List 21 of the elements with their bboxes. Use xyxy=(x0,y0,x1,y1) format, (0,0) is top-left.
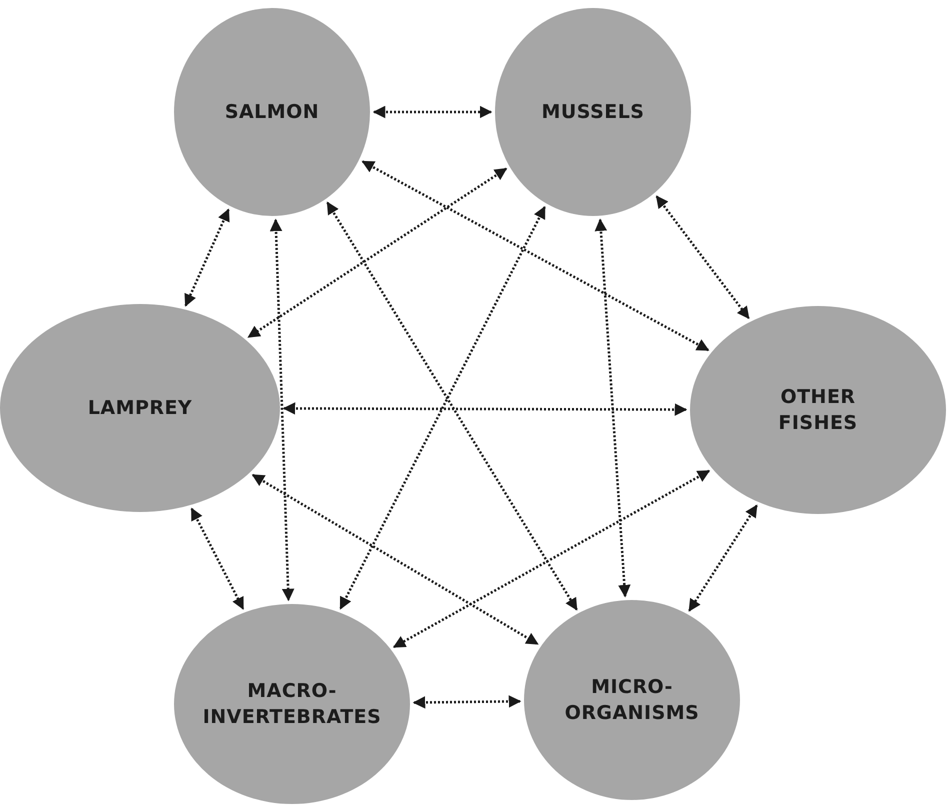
dotted-arrow xyxy=(184,208,230,307)
node-label: OTHER FISHES xyxy=(777,385,859,436)
node-label: LAMPREY xyxy=(88,396,192,421)
node-label: SALMON xyxy=(224,100,320,125)
dotted-arrow xyxy=(252,474,539,646)
dotted-arrow xyxy=(326,202,578,611)
dotted-arrow xyxy=(656,195,750,320)
dotted-arrow xyxy=(190,508,244,610)
dotted-arrow xyxy=(270,218,294,602)
dotted-arrow xyxy=(339,206,546,610)
dotted-arrow xyxy=(392,470,710,648)
dotted-arrow xyxy=(412,695,522,709)
node-label: MACRO- INVERTEBRATES xyxy=(202,679,382,730)
dotted-arrow xyxy=(594,218,631,598)
dotted-arrow xyxy=(688,504,758,612)
dotted-arrow xyxy=(247,168,508,338)
node-label: MUSSELS xyxy=(542,100,644,125)
dotted-arrow xyxy=(362,160,710,352)
node-label: MICRO- ORGANISMS xyxy=(564,675,700,726)
dotted-arrow xyxy=(282,402,688,416)
dotted-arrow xyxy=(372,106,492,118)
